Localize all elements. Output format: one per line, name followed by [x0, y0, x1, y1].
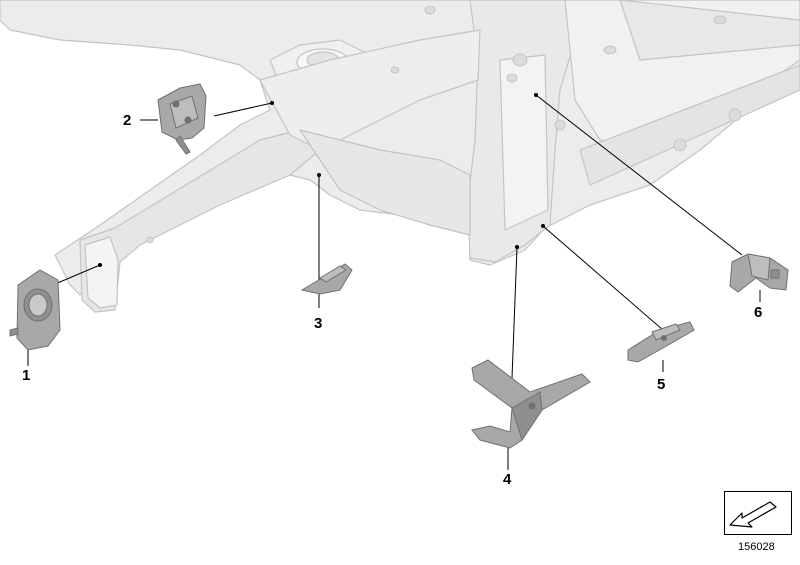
bracket-part-6[interactable]	[729, 253, 789, 293]
callout-number-1: 1	[22, 367, 31, 384]
vehicle-body-structure	[0, 0, 800, 313]
bracket-part-1[interactable]	[9, 269, 61, 351]
leader-line-2	[213, 102, 273, 117]
callout-number-3: 3	[314, 315, 323, 332]
leader-dots	[98, 93, 545, 267]
bracket-part-3[interactable]	[300, 263, 353, 295]
arrow-down-left-icon[interactable]	[724, 491, 792, 535]
leader-line-4	[511, 246, 518, 379]
callout-number-6: 6	[754, 304, 763, 321]
bracket-part-2[interactable]	[157, 83, 207, 155]
leader-line-6	[535, 94, 743, 256]
callout-number-4: 4	[503, 471, 512, 488]
leader-lines	[27, 94, 761, 470]
leader-line-5	[542, 225, 664, 331]
callout-number-2: 2	[123, 112, 132, 129]
callout-number-5: 5	[657, 376, 666, 393]
bracket-part-4[interactable]	[471, 359, 591, 449]
document-number: 156028	[738, 541, 775, 553]
bracket-part-5[interactable]	[627, 321, 695, 363]
